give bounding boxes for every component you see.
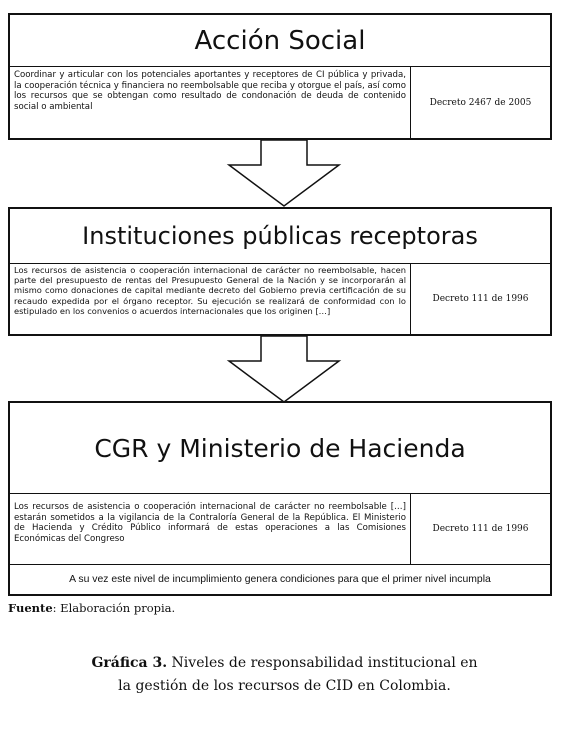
level-1-box: Acción Social Coordinar y articular con … (8, 13, 552, 140)
level-3-decree: Decreto 111 de 1996 (410, 494, 550, 564)
level-3-title: CGR y Ministerio de Hacienda (94, 433, 466, 463)
level-3-box: CGR y Ministerio de Hacienda Los recurso… (8, 401, 552, 596)
level-1-decree: Decreto 2467 de 2005 (410, 67, 550, 138)
caption-line-2: la gestión de los recursos de CID en Col… (118, 678, 451, 694)
level-1-description: Coordinar y articular con los potenciale… (14, 70, 406, 112)
level-2-description: Los recursos de asistencia o cooperación… (14, 265, 406, 316)
source-text: : Elaboración propia. (52, 601, 176, 615)
figure-caption: Gráfica 3. Niveles de responsabilidad in… (0, 652, 569, 698)
level-3-row: Los recursos de asistencia o cooperación… (10, 493, 550, 564)
level-3-description: Los recursos de asistencia o cooperación… (14, 502, 406, 544)
level-1-title: Acción Social (194, 25, 366, 56)
level-2-box: Instituciones públicas receptoras Los re… (8, 207, 552, 336)
level-1-row: Coordinar y articular con los potenciale… (10, 66, 550, 138)
source-note: Fuente: Elaboración propia. (8, 601, 175, 615)
down-arrow-2 (226, 336, 342, 403)
caption-label: Gráfica 3. (91, 655, 168, 671)
level-3-note: A su vez este nivel de incumplimiento ge… (10, 564, 550, 594)
caption-line-1: Niveles de responsabilidad institucional… (167, 655, 478, 671)
level-2-row: Los recursos de asistencia o cooperación… (10, 263, 550, 334)
level-2-decree: Decreto 111 de 1996 (410, 264, 550, 334)
source-label: Fuente (8, 601, 53, 615)
level-2-title: Instituciones públicas receptoras (82, 222, 478, 250)
down-arrow-1 (226, 140, 342, 207)
